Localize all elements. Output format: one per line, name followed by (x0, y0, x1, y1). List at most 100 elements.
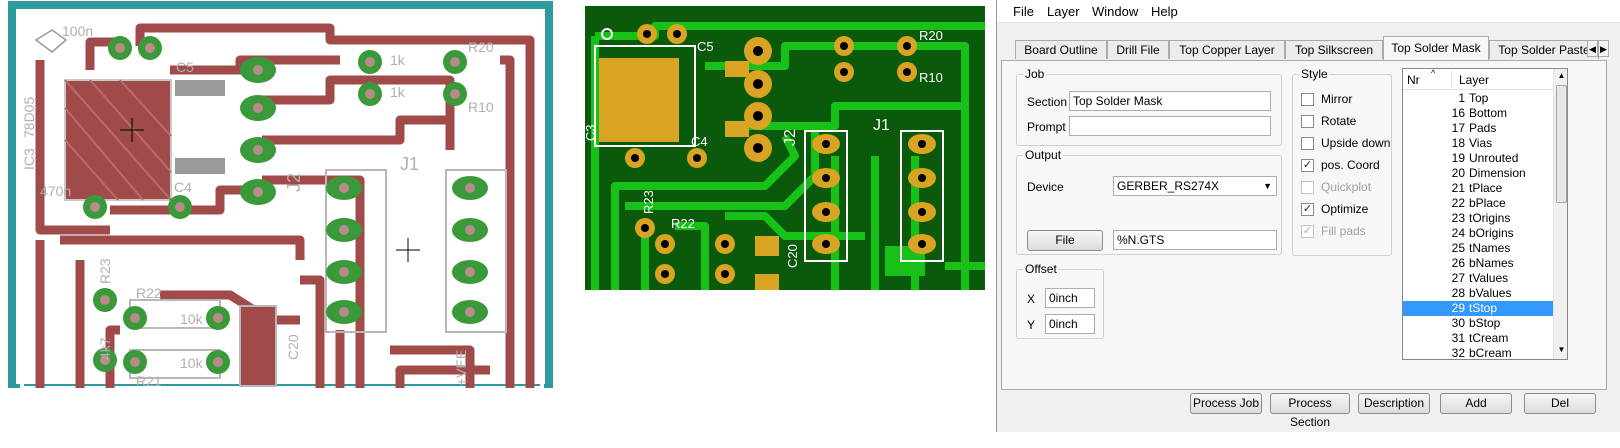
layer-row[interactable]: 23 tOrigins (1403, 211, 1553, 226)
render-label-c20: C20 (785, 244, 800, 268)
layer-nr: 21 (1451, 181, 1465, 195)
optimize-checkbox[interactable]: ✓ (1301, 203, 1314, 216)
layer-name: Pads (1469, 121, 1497, 135)
tab-drill-file[interactable]: Drill File (1107, 40, 1169, 59)
render-label-j2: J2 (782, 129, 799, 146)
label-r22: R22 (136, 285, 162, 301)
device-select[interactable]: GERBER_RS274X ▼ (1113, 176, 1277, 196)
tab-board-outline[interactable]: Board Outline (1015, 40, 1107, 59)
tab-top-silkscreen[interactable]: Top Silkscreen (1285, 40, 1383, 59)
file-button[interactable]: File (1027, 230, 1103, 251)
layer-name: bPlace (1469, 196, 1506, 210)
label-j1: J1 (400, 154, 419, 174)
layer-name: Unrouted (1469, 151, 1519, 165)
tab-top-copper-layer[interactable]: Top Copper Layer (1169, 40, 1285, 59)
fill-pads-checkbox: ✓ (1301, 225, 1314, 238)
label-r23: R23 (97, 258, 113, 284)
chevron-down-icon: ▼ (1263, 181, 1272, 191)
render-label-c5: C5 (697, 39, 714, 54)
style-group-title: Style (1299, 67, 1330, 81)
checkmark-icon: ✓ (1302, 225, 1313, 237)
layer-name: bNames (1469, 256, 1514, 270)
offset-y-input[interactable]: 0inch (1045, 314, 1095, 334)
label-1k-a: 1k (390, 52, 406, 68)
column-header-nr[interactable]: Nr (1407, 73, 1420, 87)
layer-nr: 32 (1451, 346, 1465, 360)
scroll-up-icon[interactable]: ▲ (1557, 71, 1566, 80)
label-vee: +VEE (453, 350, 469, 386)
label-10k-b: 10k (180, 355, 204, 371)
scrollbar-thumb[interactable] (1556, 85, 1567, 203)
board-render-preview: C5 C3 C4 R20 R10 J2 J1 R23 R22 C20 (585, 6, 985, 290)
offset-y-label: Y (1027, 318, 1036, 332)
menu-help[interactable]: Help (1151, 4, 1178, 19)
board-layout-canvas: 100n C5 IC3 78D05 470n C4 1k 1k R20 R10 … (8, 1, 553, 388)
mirror-checkbox[interactable] (1301, 93, 1314, 106)
upside-down-label: Upside down (1321, 136, 1391, 150)
add-button[interactable]: Add (1440, 393, 1512, 414)
menu-file[interactable]: File (1013, 4, 1034, 19)
tab-top-solder-mask[interactable]: Top Solder Mask (1383, 36, 1489, 60)
file-input[interactable]: %N.GTS (1113, 230, 1277, 250)
layer-name: Dimension (1469, 166, 1526, 180)
label-c5: C5 (176, 59, 194, 75)
tab-top-solder-paste[interactable]: Top Solder Paste (1489, 40, 1599, 59)
layer-nr: 23 (1451, 211, 1465, 225)
layer-nr: 26 (1451, 256, 1465, 270)
column-header-layer[interactable]: Layer (1459, 73, 1490, 87)
layer-name: tOrigins (1469, 211, 1511, 225)
job-group-title: Job (1023, 67, 1047, 81)
menu-window[interactable]: Window (1092, 4, 1139, 19)
process-section-button[interactable]: Process Section (1270, 393, 1350, 429)
layer-list-scrollbar[interactable]: ▲ ▼ (1553, 69, 1567, 359)
layer-nr: 24 (1451, 226, 1465, 240)
prompt-input[interactable] (1069, 116, 1271, 136)
tab-scroll-left-icon[interactable]: ◀ (1587, 40, 1598, 57)
layer-row[interactable]: 26 bNames (1403, 256, 1553, 271)
description-button[interactable]: Description (1358, 393, 1430, 414)
tab-scroll-right-icon[interactable]: ▶ (1598, 40, 1609, 57)
label-ic3: IC3 (21, 148, 37, 170)
board-render-canvas: C5 C3 C4 R20 R10 J2 J1 R23 R22 C20 (585, 6, 985, 290)
pos-coord-checkbox[interactable]: ✓ (1301, 159, 1314, 172)
scroll-down-icon[interactable]: ▼ (1557, 345, 1566, 354)
board-editor-view[interactable]: 100n C5 IC3 78D05 470n C4 1k 1k R20 R10 … (0, 0, 555, 388)
layer-nr: 20 (1451, 166, 1465, 180)
offset-x-input[interactable]: 0inch (1045, 288, 1095, 308)
rotate-checkbox[interactable] (1301, 115, 1314, 128)
layer-nr: 16 (1451, 106, 1465, 120)
layer-name: tValues (1469, 271, 1509, 285)
quickplot-checkbox (1301, 181, 1314, 194)
render-label-r20: R20 (919, 28, 943, 43)
layer-row[interactable]: 20 Dimension (1403, 166, 1553, 181)
pos-coord-label: pos. Coord (1321, 158, 1380, 172)
process-job-button[interactable]: Process Job (1190, 393, 1262, 414)
offset-group-title: Offset (1023, 262, 1059, 276)
section-input[interactable]: Top Solder Mask (1069, 91, 1271, 111)
output-group: Output Device GERBER_RS274X ▼ File %N.GT… (1016, 148, 1282, 255)
label-78d05: 78D05 (21, 97, 37, 138)
offset-x-label: X (1027, 292, 1036, 306)
del-button[interactable]: Del (1524, 393, 1596, 414)
layer-list-header: Nr ^ Layer (1403, 69, 1553, 90)
label-r20: R20 (468, 39, 494, 55)
upside-down-checkbox[interactable] (1301, 137, 1314, 150)
render-label-c4: C4 (691, 134, 708, 149)
menu-layer[interactable]: Layer (1047, 4, 1080, 19)
